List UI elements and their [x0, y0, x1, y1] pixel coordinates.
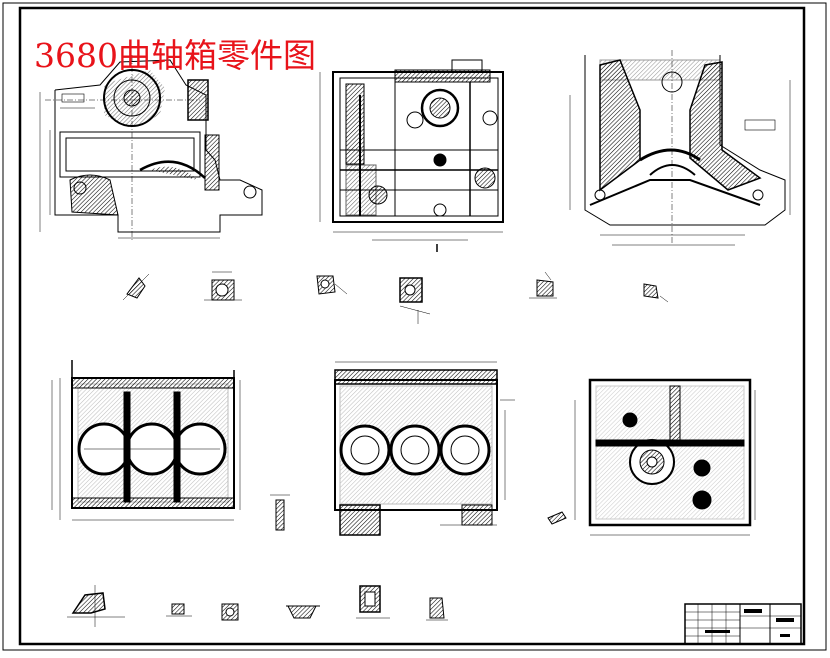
detail-views-row-2 — [67, 585, 448, 627]
top-view — [569, 50, 791, 246]
section-view-a — [51, 360, 241, 521]
drawing-title: 3680曲轴箱零件图 — [34, 36, 316, 75]
detail-views-row-1 — [122, 271, 669, 324]
title-block — [684, 603, 802, 645]
side-view — [319, 59, 504, 252]
detail-views-middle — [270, 494, 567, 531]
section-view-b — [334, 361, 515, 536]
front-view — [39, 55, 263, 240]
section-view-c — [574, 378, 756, 536]
drawing-border — [18, 6, 806, 646]
